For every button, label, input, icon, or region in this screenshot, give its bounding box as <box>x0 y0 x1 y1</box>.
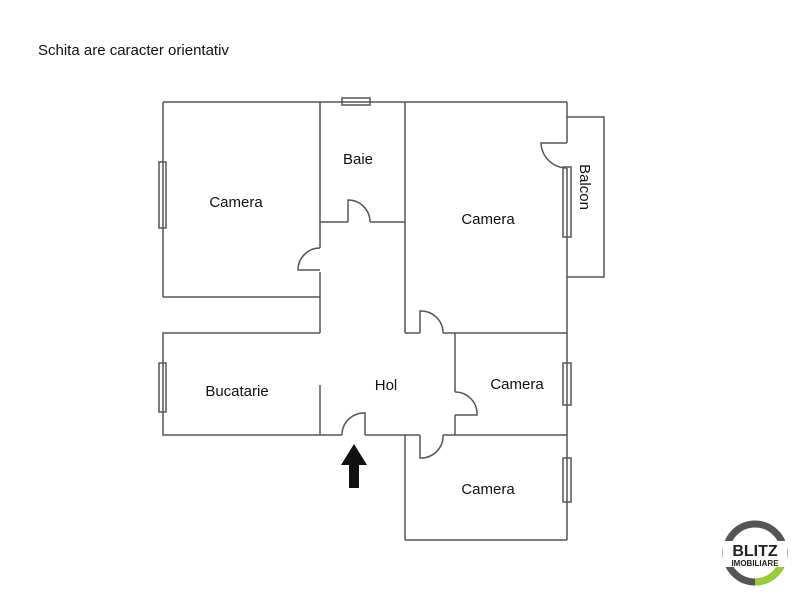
entrance-arrow-icon <box>341 444 367 488</box>
room-label-balcon: Balcon <box>576 164 593 210</box>
room-label-baie: Baie <box>343 151 373 168</box>
room-label-camera-2: Camera <box>461 211 515 228</box>
logo-text-blitz: BLITZ <box>732 543 778 560</box>
room-label-camera-4: Camera <box>461 481 515 498</box>
blitz-logo: BLITZ IMOBILIARE <box>722 520 788 586</box>
plan-caption: Schita are caracter orientativ <box>38 42 229 59</box>
logo-text-imobiliare: IMOBILIARE <box>731 559 779 568</box>
room-label-hol: Hol <box>375 377 398 394</box>
room-label-camera-3: Camera <box>490 376 544 393</box>
room-label-bucatarie: Bucatarie <box>205 383 268 400</box>
room-label-camera-1: Camera <box>209 194 263 211</box>
